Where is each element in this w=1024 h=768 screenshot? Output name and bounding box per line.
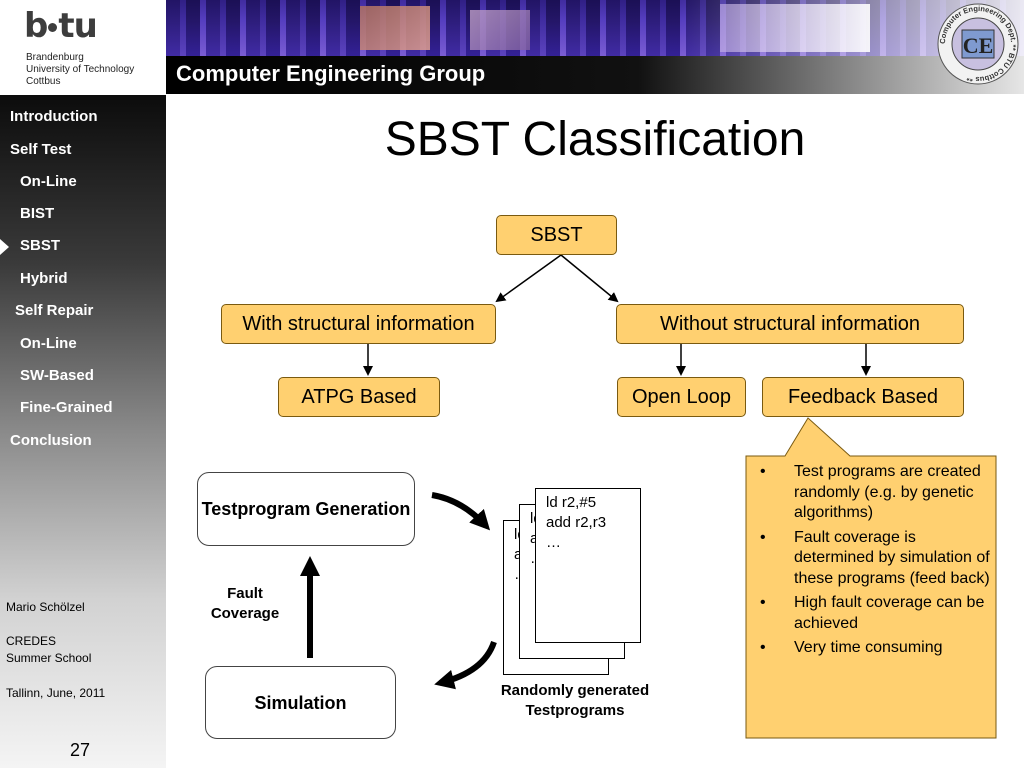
nav-self-test-on-line[interactable]: On-Line [20,173,77,190]
ce-logo-letters: CE [963,33,994,58]
random-programs-label: Randomly generated Testprograms [482,681,668,721]
event-subtitle: Summer School [6,651,92,665]
university-line-2: University of Technology [26,64,135,75]
nav-sbst[interactable]: SBST [20,237,61,254]
university-name: Brandenburg University of Technology Cot… [26,52,134,88]
random-programs-line-1: Randomly generated [500,682,650,699]
callout-bullet-text: High fault coverage can be achieved [794,594,985,632]
fault-coverage-line-1: Fault [227,585,263,602]
random-programs-line-2: Testprograms [525,702,625,719]
tree-open-loop: Open Loop [617,377,746,417]
event-name: CREDES [6,634,57,648]
callout-bullet-item: • Fault coverage is determined by simulat… [752,528,990,590]
page-number: 27 [70,740,91,760]
nav-hybrid[interactable]: Hybrid [20,270,68,287]
arrow-programs-to-simulation [434,640,497,690]
bullet-icon: • [760,528,766,546]
arrow-root-right [560,254,619,303]
author-name: Mario Schölzel [6,600,85,614]
active-item-arrow-icon [0,239,9,255]
slide-title: SBST Classification [384,113,806,166]
banner-photo-fade [720,4,870,52]
group-title: Computer Engineering Group [176,61,486,86]
nav-self-repair[interactable]: Self Repair [15,302,94,319]
testprogram-generation-box: Testprogram Generation [197,472,415,546]
simulation-box: Simulation [205,666,396,739]
tree-atpg-based: ATPG Based [278,377,440,417]
callout-bullet-item: • High fault coverage can be achieved [752,593,990,634]
program-sheet-back-line-2: a [514,545,608,565]
program-code-line-1: ld r2,#5 [546,494,597,511]
place-date: Tallinn, June, 2011 [6,686,106,700]
nav-conclusion[interactable]: Conclusion [10,432,92,449]
sidebar [0,95,166,768]
callout-bullet-item: • Very time consuming [752,638,990,659]
fault-coverage-line-2: Coverage [210,605,280,622]
nav-introduction[interactable]: Introduction [10,108,98,125]
nav-self-repair-on-line[interactable]: On-Line [20,335,77,352]
callout-bullet-text: Test programs are created randomly (e.g.… [794,463,981,521]
feedback-callout-shape [745,417,997,739]
university-line-1: Brandenburg [26,52,84,63]
bullet-icon: • [760,594,766,611]
program-code-line-2: add r2,r3 [546,514,607,531]
tree-with-structural-info: With structural information [221,304,496,344]
tree-without-structural-info: Without structural information [616,304,964,344]
callout-bullet-text: Very time consuming [794,639,943,656]
program-code-line-3: … [546,534,561,551]
header-banner-image [166,0,1024,56]
arrow-root-left [495,254,562,303]
arrow-generation-to-programs [431,492,491,531]
tree-feedback-based: Feedback Based [762,377,964,417]
feedback-callout-list: • Test programs are created randomly (e.g… [752,462,990,663]
program-sheet-front: ld r2,#5 add r2,r3 … [535,488,641,643]
callout-bullet-item: • Test programs are created randomly (e.g… [752,462,990,524]
nav-bist[interactable]: BIST [20,205,55,222]
program-sheet-middle-line-2: a [530,529,624,549]
ce-dept-logo: CE Computer Engineering Dept. ** BTU Cot… [937,3,1019,85]
banner-photo-detail [470,10,530,50]
nav-sw-based[interactable]: SW-Based [20,367,94,384]
group-title-bar [166,56,1024,94]
banner-photo-detail [360,6,430,50]
university-logo-area [0,0,166,95]
fault-coverage-label: Fault Coverage [200,584,290,624]
callout-bullet-text: Fault coverage is determined by simulati… [794,528,990,587]
bullet-icon: • [760,463,766,480]
nav-fine-grained[interactable]: Fine-Grained [20,399,113,416]
university-line-3: Cottbus [26,76,61,87]
bullet-icon: • [760,639,766,656]
nav-self-test[interactable]: Self Test [10,141,72,158]
tree-root-sbst: SBST [496,215,617,255]
